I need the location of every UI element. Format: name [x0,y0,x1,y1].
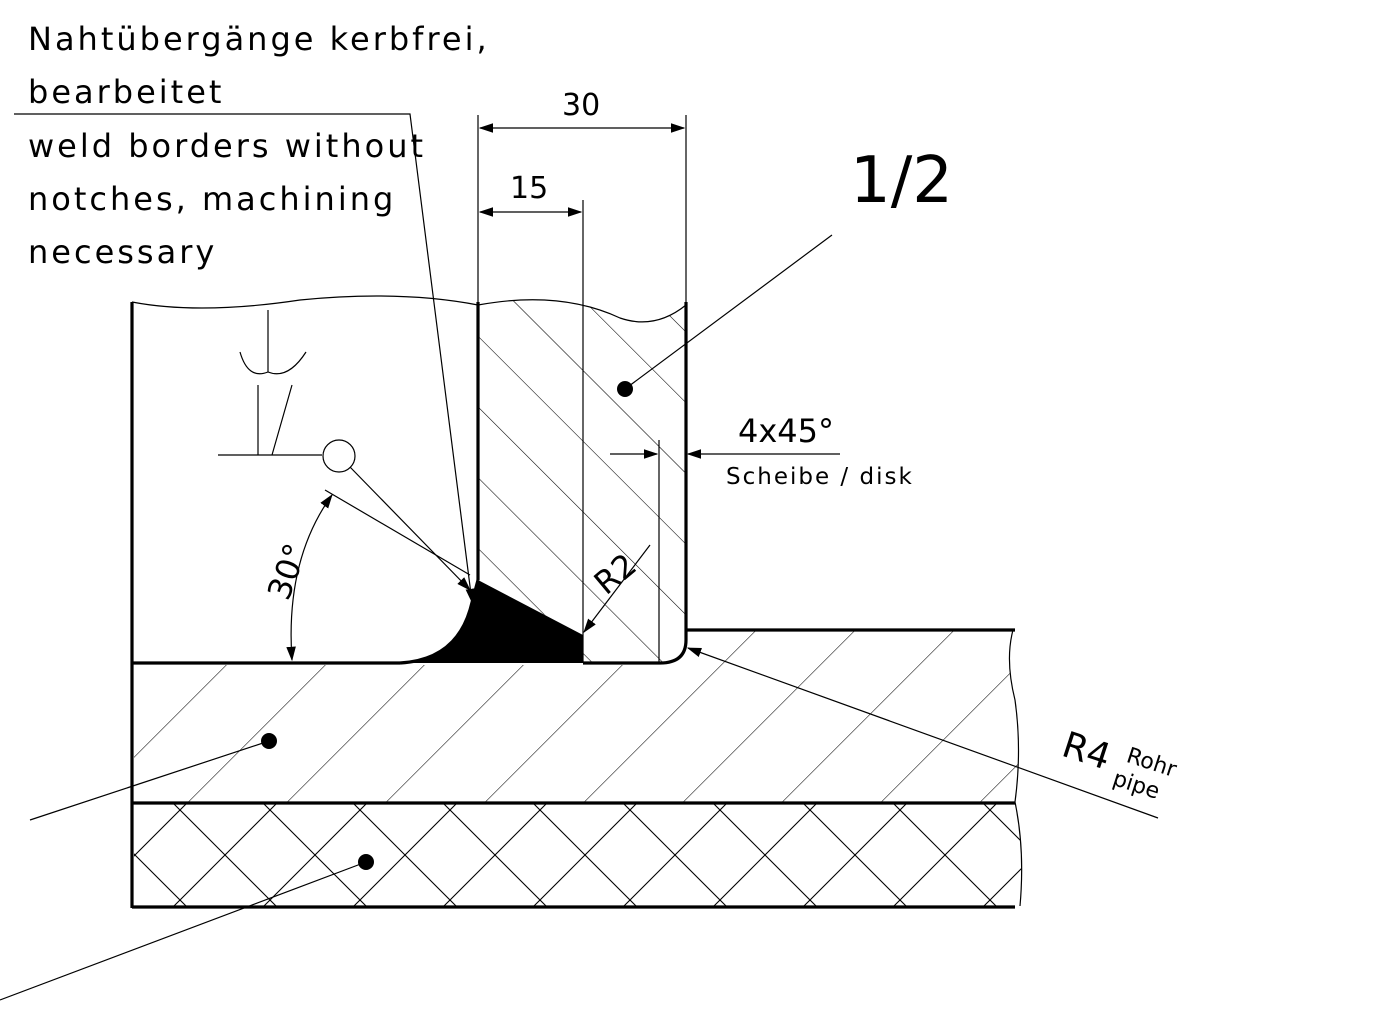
note-de-line2: bearbeitet [28,73,224,111]
dim-width-total: 30 [562,88,600,123]
dim-chamfer-sub: Scheibe / disk [726,464,914,490]
hatch-inner-pipe [134,803,1022,906]
ref-dot-pipe [261,733,277,749]
part-outlines [130,200,1023,909]
note-en-line2: notches, machining [28,180,396,218]
dimension-lines [0,113,1159,1001]
dim-angle: 30° [260,538,315,604]
dim-chamfer: 4x45° [738,412,834,450]
dim-radius-large: R4 [1057,725,1115,779]
ref-dot-inner [358,854,374,870]
note-en-line3: necessary [28,233,217,271]
hatch-disk [478,299,686,663]
part-label: 1/2 [850,144,953,218]
note-en-line1: weld borders without [28,127,426,165]
weld-seam [400,580,583,663]
hatch-pipe [134,630,1019,802]
ref-dot-disk [617,381,633,397]
dim-width-half: 15 [510,171,548,206]
note-de-line1: Nahtübergänge kerbfrei, [28,20,490,58]
